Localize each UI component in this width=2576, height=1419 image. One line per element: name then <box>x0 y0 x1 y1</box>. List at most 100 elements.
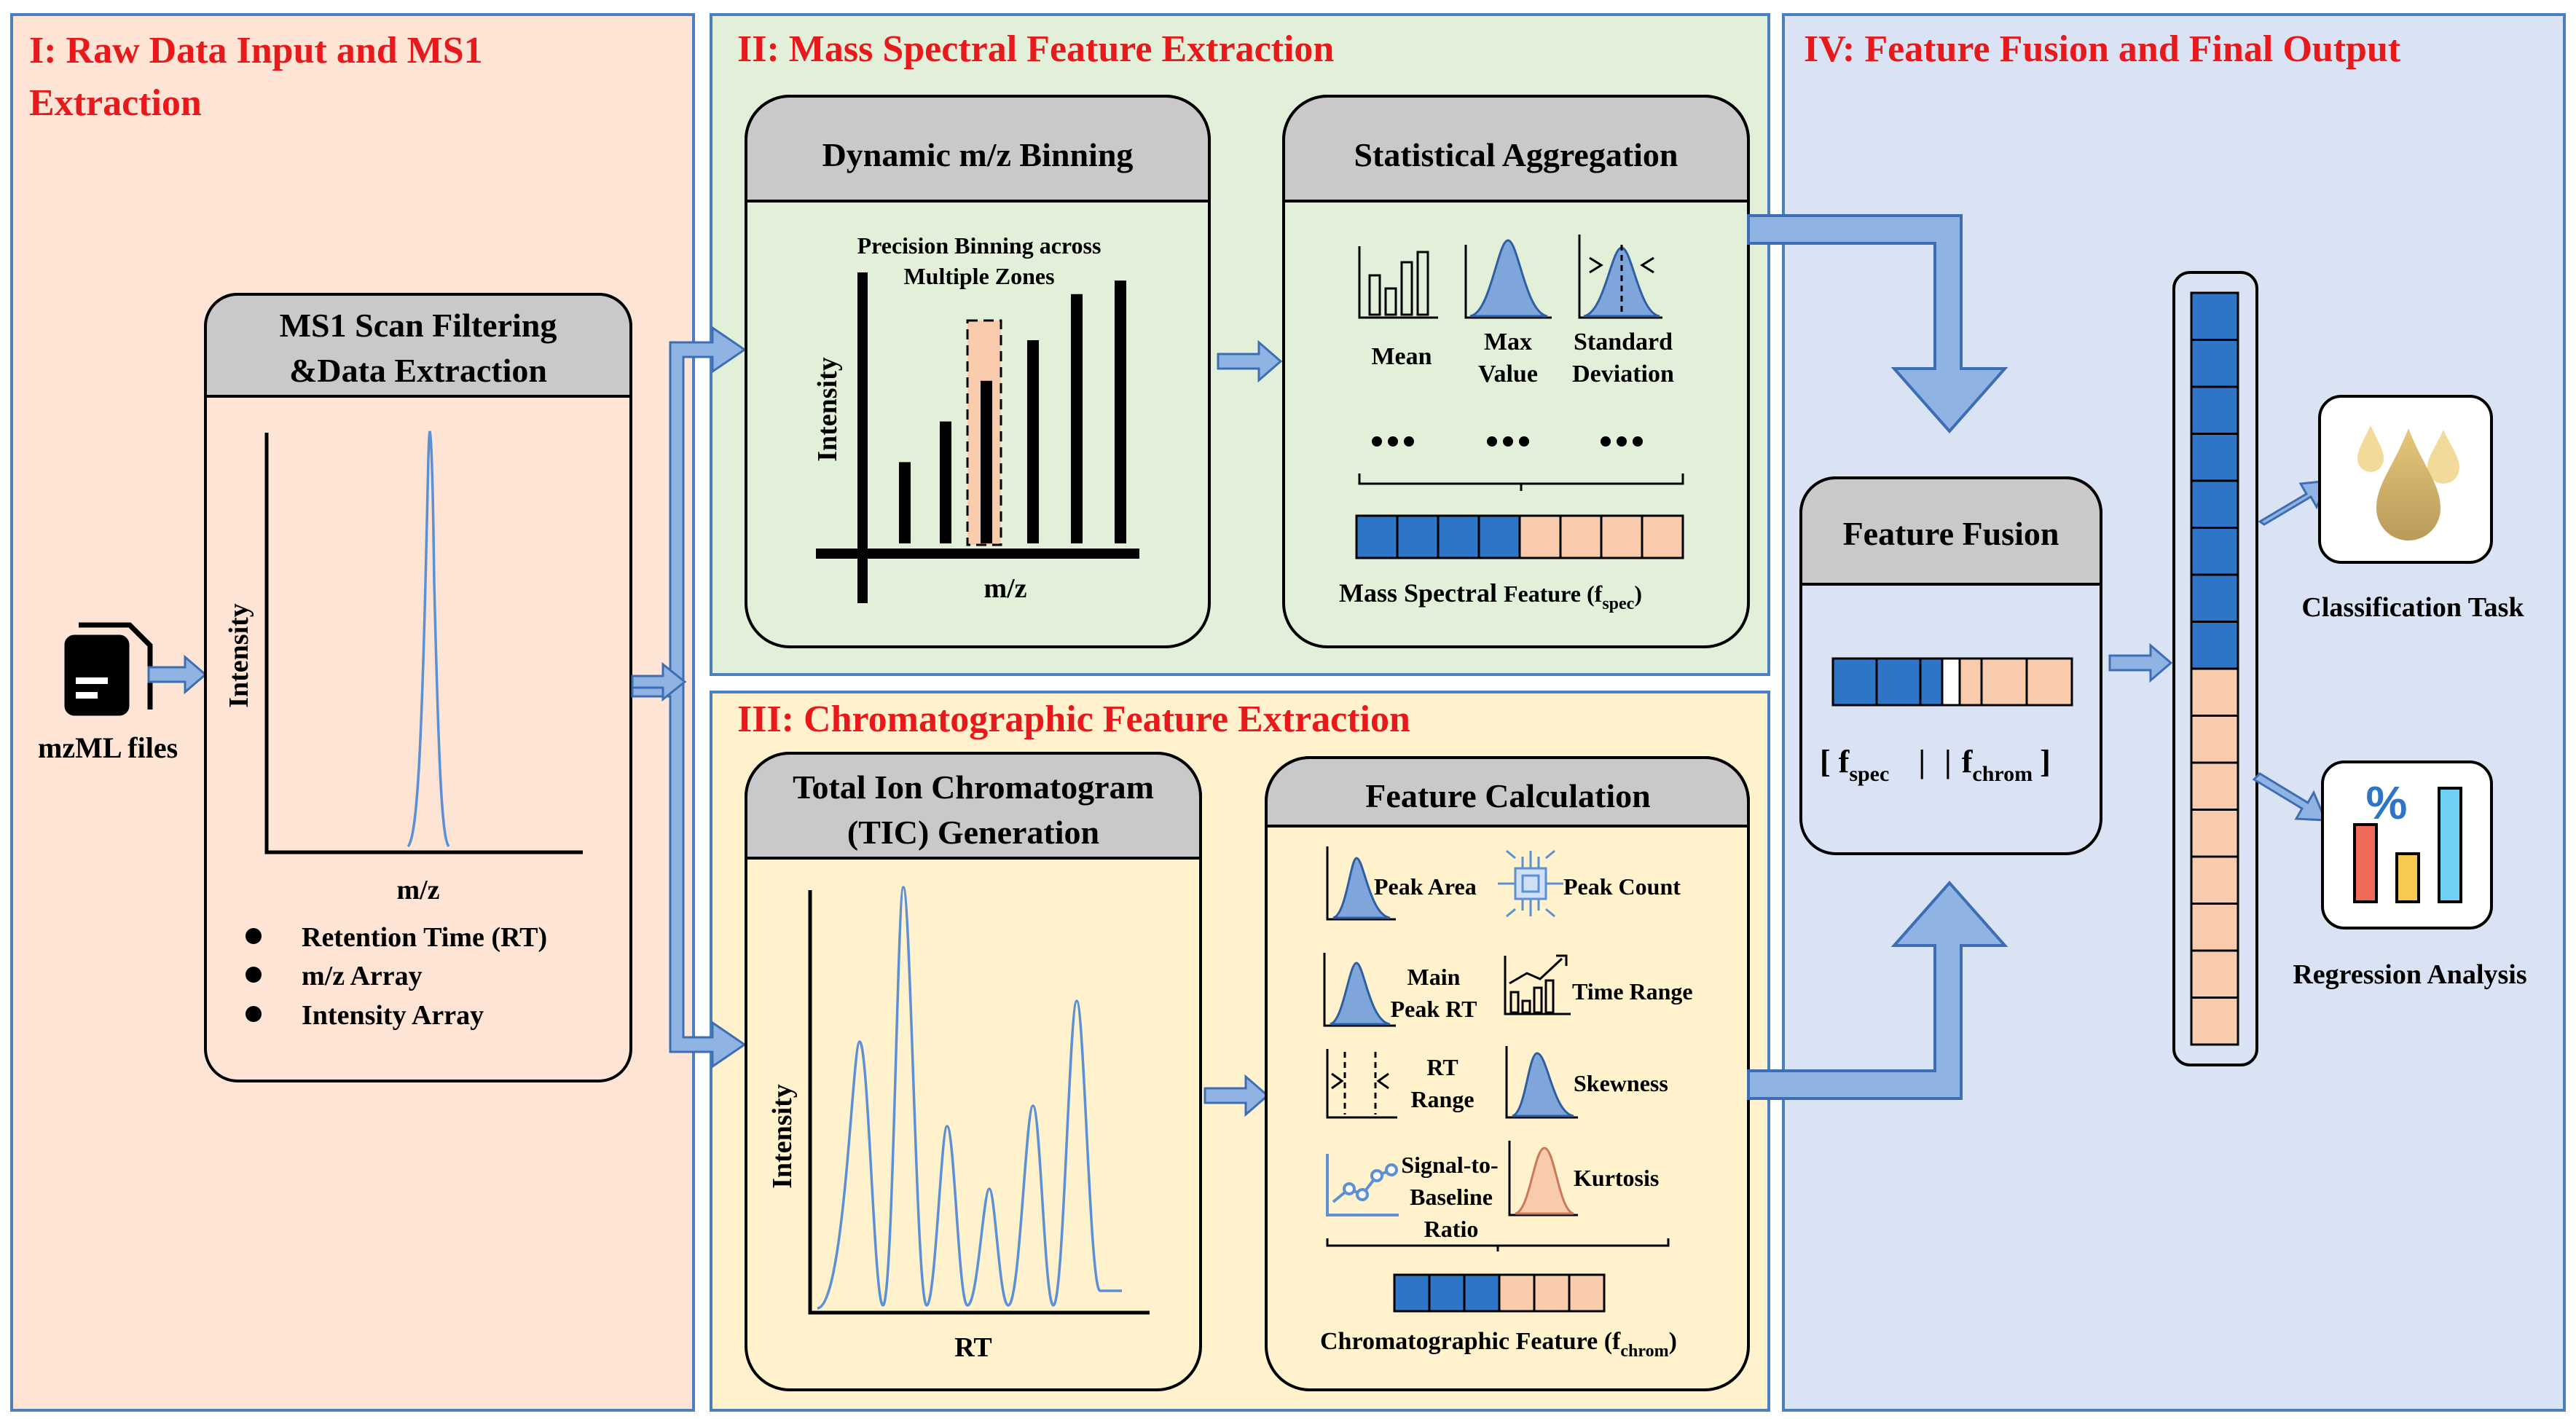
final-vector-cell <box>2190 339 2239 388</box>
fusion-vector-cell <box>2025 657 2073 707</box>
fused-feature-vector <box>1831 657 2073 707</box>
peak-area-label: Peak Area <box>1374 873 1477 900</box>
arrow-tic-to-calc <box>1203 1074 1270 1117</box>
binning-bars <box>899 280 1126 543</box>
binning-ylabel: Intensity <box>812 357 843 462</box>
binning-bar <box>1071 294 1083 543</box>
final-vector-cell <box>2190 573 2239 623</box>
panel-3-title: III: Chromatographic Feature Extraction <box>737 699 1410 740</box>
peak-area-icon <box>1326 846 1396 921</box>
tic-chromatogram-line <box>817 886 1122 1310</box>
binning-note-line2: Multiple Zones <box>903 263 1054 289</box>
chrom-vector-cell <box>1393 1273 1431 1313</box>
fusion-vector-cell <box>1958 657 1983 707</box>
classification-icon <box>2318 395 2493 564</box>
binning-title: Dynamic m/z Binning <box>822 136 1134 173</box>
final-vector-cell <box>2190 479 2239 529</box>
arrow-calc-to-fusion <box>1747 880 2008 1100</box>
percent-symbol: % <box>2366 777 2408 829</box>
final-vector-cell <box>2190 855 2239 905</box>
spec-vector-cell <box>1518 514 1562 559</box>
bullet-intensity-array: Intensity Array <box>302 1000 484 1031</box>
bullet-mz-array: m/z Array <box>302 961 423 991</box>
regression-icon <box>2321 760 2493 929</box>
chromatographic-feature-vector <box>1393 1273 1606 1313</box>
chrom-vector-cell <box>1568 1273 1606 1313</box>
chrom-vector-cell <box>1463 1273 1501 1313</box>
ellipsis-dots <box>1372 436 1643 447</box>
bullet-retention-time: Retention Time (RT) <box>302 922 547 953</box>
binning-bar <box>940 421 951 543</box>
chrom-vector-cell <box>1428 1273 1466 1313</box>
arrow-aggregation-to-fusion <box>1747 214 2008 434</box>
std-deviation-icon <box>1578 235 1662 319</box>
ms1-title: MS1 Scan Filtering <box>280 307 557 344</box>
aggregation-box <box>1282 95 1750 648</box>
main-peak-rt-label-line2: Peak RT <box>1391 996 1477 1022</box>
ms1-axes <box>264 433 583 854</box>
final-vector-cell <box>2190 761 2239 811</box>
mass-spectral-feature-vector <box>1355 514 1684 559</box>
input-label: mzML files <box>38 731 178 764</box>
ms1-box <box>204 293 632 1082</box>
binning-bar <box>1027 340 1039 543</box>
tic-ylabel: Intensity <box>767 1084 798 1189</box>
final-feature-vector <box>2190 291 2239 1046</box>
arrow-fusion-to-vector <box>2108 642 2173 683</box>
tic-title-line2: (TIC) Generation <box>847 814 1099 851</box>
final-vector-cell <box>2190 385 2239 435</box>
mass-spectral-feature-label: Mass Spectral Feature (fspec) <box>1339 578 1642 613</box>
time-range-label: Time Range <box>1572 978 1693 1005</box>
mean-label: Mean <box>1371 343 1432 370</box>
chromatographic-feature-label: Chromatographic Feature (fchrom) <box>1320 1328 1677 1361</box>
spec-vector-cell <box>1437 514 1480 559</box>
final-vector-cell <box>2190 291 2239 341</box>
chrom-vector-cell <box>1533 1273 1571 1313</box>
binning-note: Precision Binning across <box>857 232 1102 259</box>
rt-range-label-line2: Range <box>1410 1086 1474 1112</box>
ms1-title-line2: &Data Extraction <box>289 352 547 389</box>
binning-bar <box>1115 280 1126 543</box>
skewness-icon <box>1505 1046 1578 1119</box>
ms1-spectrum-peak <box>407 431 450 848</box>
bar-chart-icon <box>1358 246 1438 319</box>
fusion-vector-cell <box>1875 657 1922 707</box>
kurtosis-icon <box>1508 1141 1578 1216</box>
tic-box <box>745 752 1202 1391</box>
tic-xlabel: RT <box>954 1332 991 1363</box>
fusion-vector-cell <box>1831 657 1878 707</box>
binning-bar <box>981 380 992 543</box>
ms1-xlabel: m/z <box>396 875 439 905</box>
aggregation-title: Statistical Aggregation <box>1354 136 1678 173</box>
chrom-vector-cell <box>1498 1273 1536 1313</box>
bullet-dot-3 <box>246 1006 262 1022</box>
bullet-dot-2 <box>246 967 262 983</box>
spec-vector-cell <box>1559 514 1603 559</box>
final-vector-cell <box>2190 809 2239 858</box>
spec-vector-cell <box>1600 514 1644 559</box>
spec-vector-cell <box>1396 514 1440 559</box>
panel-4-title: IV: Feature Fusion and Final Output <box>1804 28 2401 70</box>
calc-brace <box>1326 1238 1670 1251</box>
sbr-label: Signal-to- <box>1401 1152 1498 1178</box>
rt-range-label: RT <box>1426 1054 1458 1080</box>
final-vector-cell <box>2190 667 2239 717</box>
spec-vector-cell <box>1355 514 1399 559</box>
final-vector-cell <box>2190 949 2239 999</box>
arrow-to-regression <box>2252 772 2328 822</box>
sbr-label-line2: Baseline <box>1410 1184 1493 1210</box>
time-range-icon <box>1504 954 1571 1015</box>
panel-1-title: I: Raw Data Input and MS1 <box>29 30 483 71</box>
kurtosis-label: Kurtosis <box>1574 1165 1659 1191</box>
max-label: Max <box>1484 329 1532 355</box>
tic-title: Total Ion Chromatogram <box>793 769 1154 806</box>
fusion-vector-cell <box>1980 657 2028 707</box>
max-label-line2: Value <box>1478 361 1538 388</box>
rt-range-icon <box>1326 1049 1397 1119</box>
final-vector-cell <box>2190 527 2239 576</box>
panel-2-title: II: Mass Spectral Feature Extraction <box>737 28 1334 70</box>
aggregation-brace <box>1358 473 1684 491</box>
fusion-vector-cell <box>1941 657 1961 707</box>
panel-1-title-line2: Extraction <box>29 82 202 124</box>
